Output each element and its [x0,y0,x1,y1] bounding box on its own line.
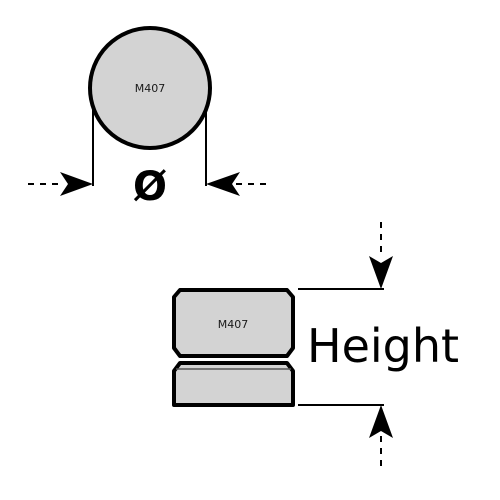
height-arrow-top [369,256,393,289]
diameter-symbol: Ø [133,164,167,210]
part-side-upper-section [172,288,295,358]
side-view: M407 Height [172,222,459,472]
side-part-label: M407 [218,318,249,331]
height-arrow-bottom [369,405,393,438]
top-view: M407 Ø [28,26,272,210]
part-top-circle [88,26,212,150]
diameter-arrow-left [60,172,93,196]
height-label: Height [307,319,459,373]
part-side-lower-section [172,361,295,407]
diameter-arrow-right [206,172,240,196]
top-part-label: M407 [135,82,166,95]
